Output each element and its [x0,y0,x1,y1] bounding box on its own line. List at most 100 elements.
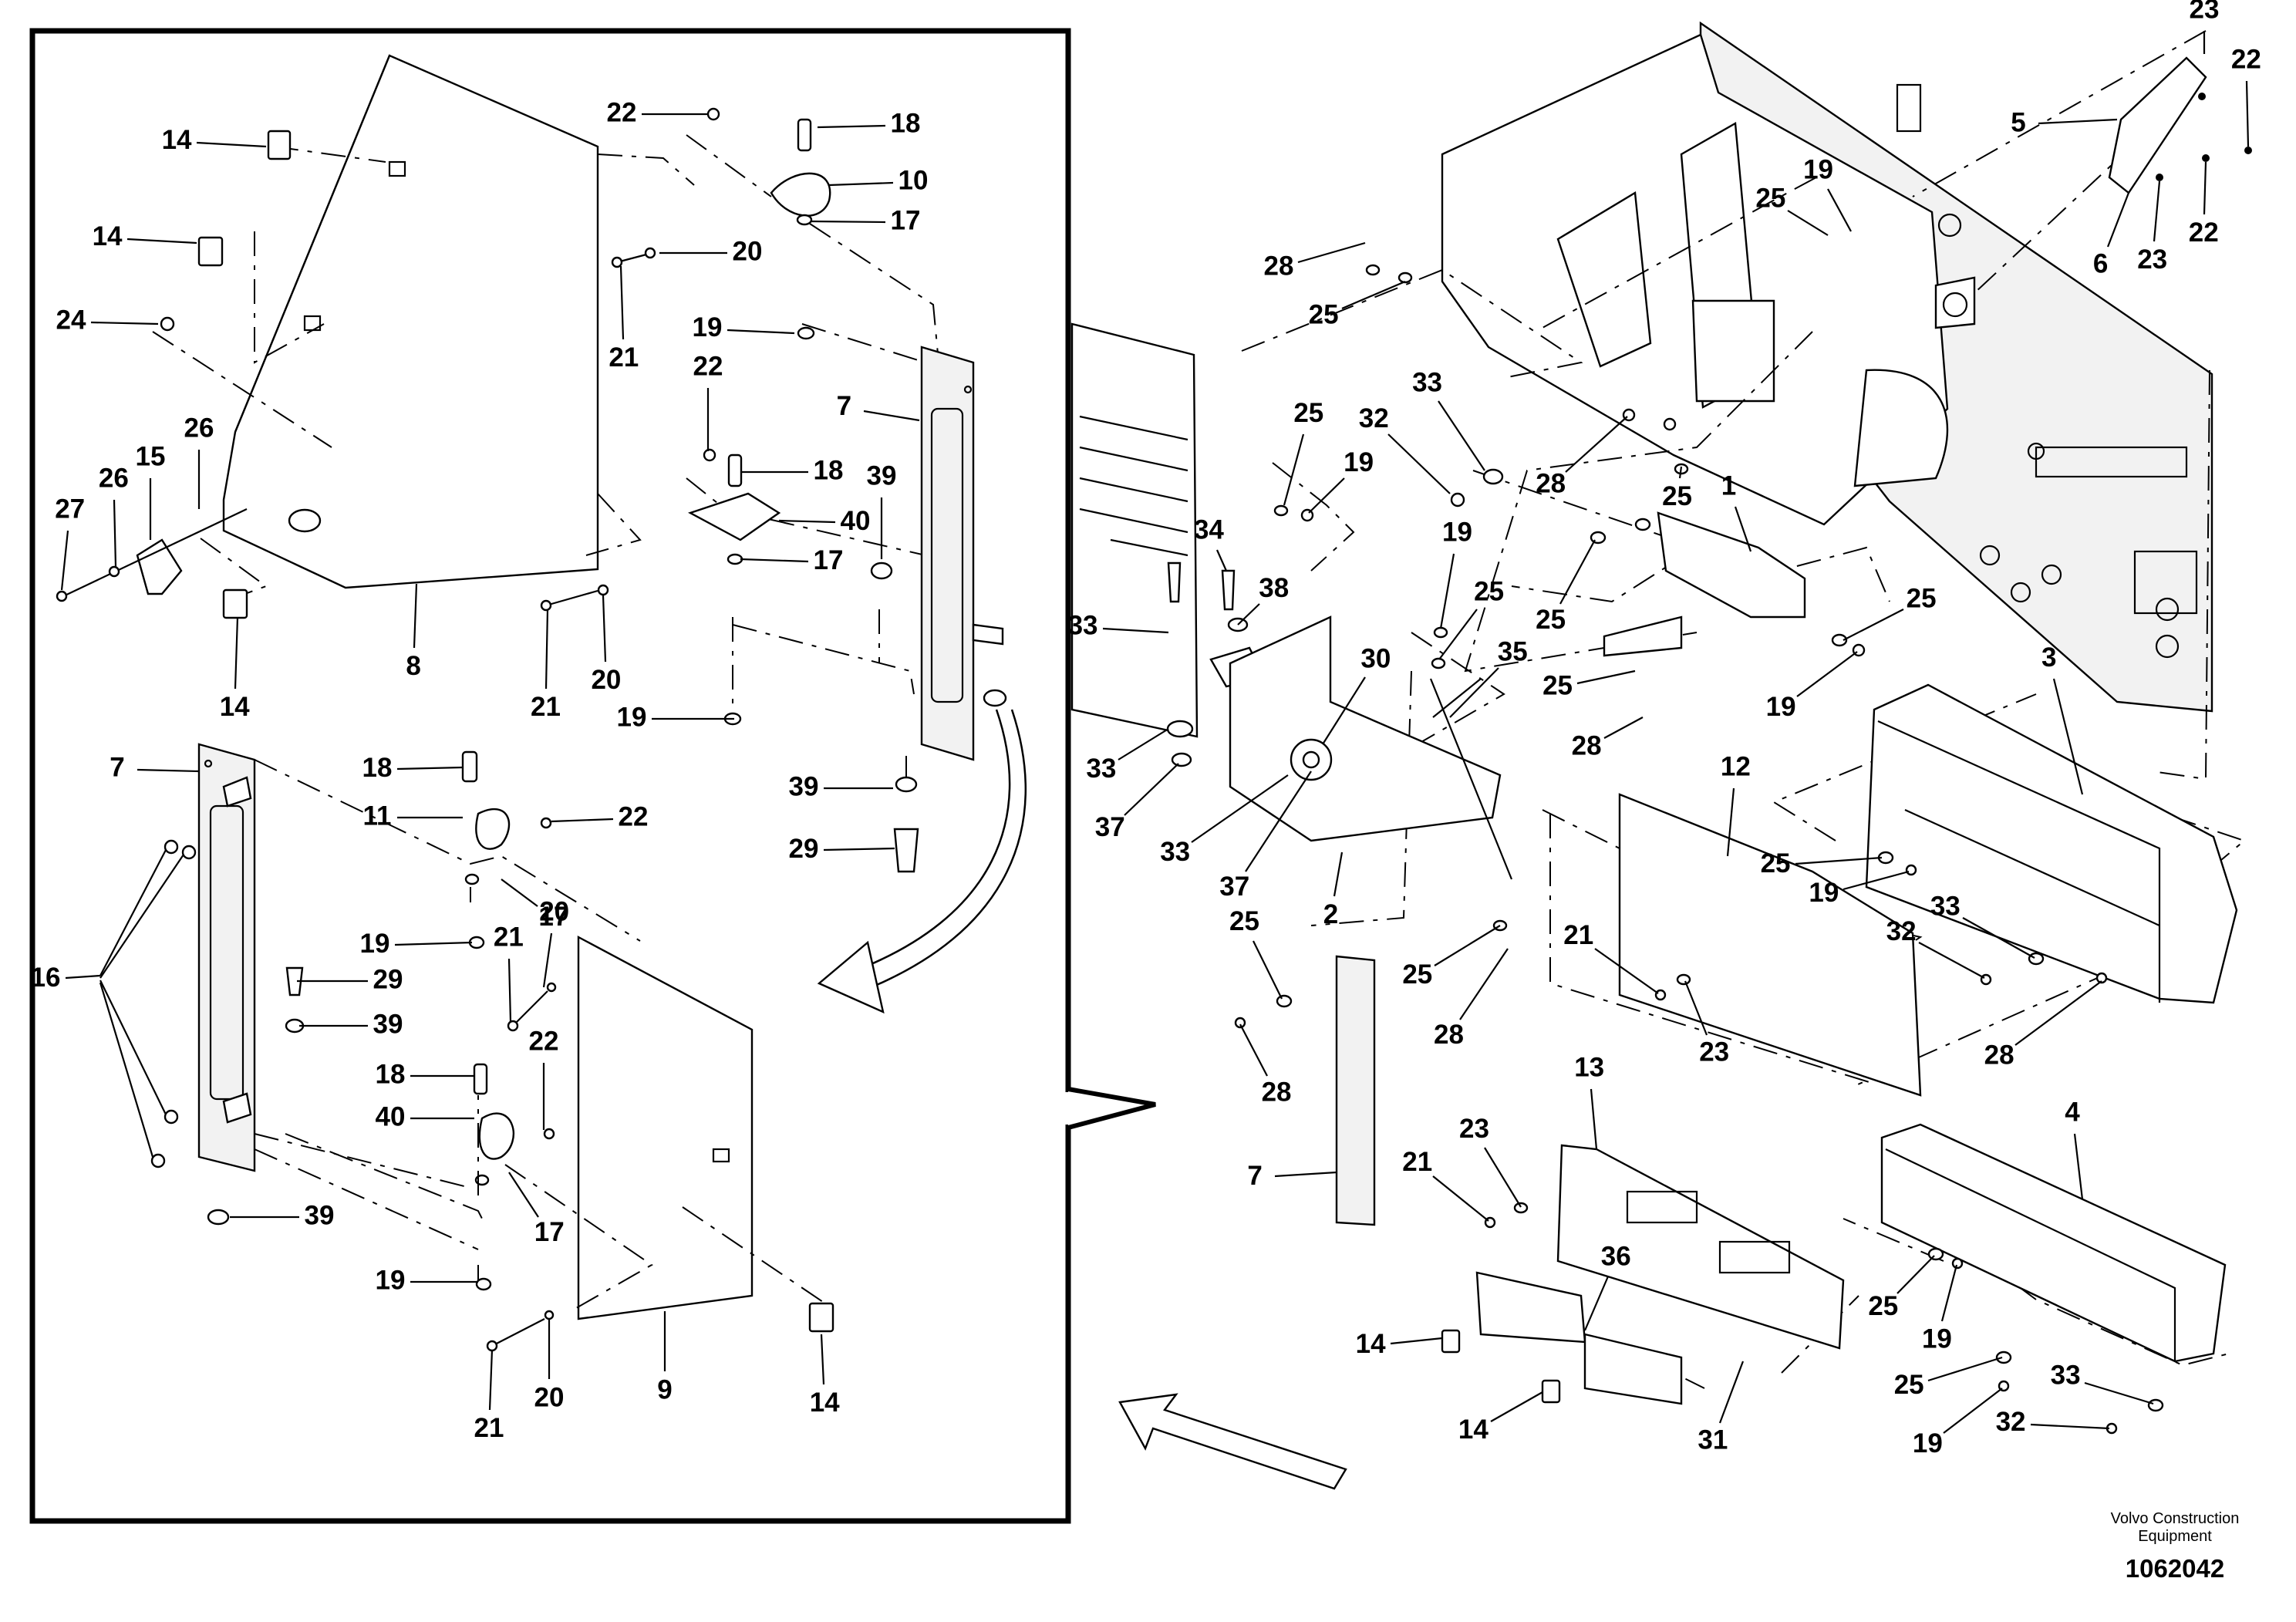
callout-76: 28 [1572,717,1644,761]
callout-leader [1594,948,1659,994]
callout-label: 29 [373,964,403,994]
callout-44: 19 [376,1265,478,1295]
callout-leader [1459,948,1509,1020]
callout-label: 7 [110,753,124,783]
callout-leader [1962,917,2035,959]
callout-40: 40 [376,1101,474,1131]
callout-label: 23 [1699,1037,1729,1067]
callout-label: 25 [1229,906,1259,936]
callout-leader [619,265,625,340]
callout-87: 21 [1563,920,1659,994]
callout-35: 20 [539,897,569,988]
detail-inset-frame [29,28,1156,1524]
callout-42: 17 [508,1172,565,1247]
callout-2: 14 [93,221,197,251]
callout-59: 33 [1412,368,1485,471]
callout-label: 4 [2065,1097,2080,1127]
callout-11: 18 [817,109,920,139]
callout-110: 32 [1996,1407,2110,1437]
callout-79: 37 [1219,771,1312,902]
callout-16: 19 [693,312,795,342]
callout-leader [2052,678,2084,795]
callout-label: 29 [789,834,819,864]
callout-leader [1559,539,1596,605]
callout-77: 30 [1322,643,1391,745]
callout-leader [1576,669,1636,685]
callout-28: 7 [110,753,200,783]
callout-leader [1237,603,1260,626]
callout-label: 32 [1996,1407,2026,1437]
callout-label: 31 [1698,1425,1728,1455]
callout-62: 19 [1308,447,1374,514]
callout-label: 16 [31,963,61,993]
callout-label: 33 [2051,1361,2081,1391]
callout-leader [113,499,117,568]
callout-leader [137,768,200,773]
callout-90: 33 [1930,892,2035,959]
callout-102: 14 [1356,1329,1443,1359]
callout-20: 40 [778,506,870,536]
callout-label: 26 [99,463,129,493]
callout-label: 24 [56,305,86,336]
callout-label: 22 [619,801,649,831]
footer: Volvo Construction Equipment 1062042 [2111,1510,2240,1583]
callout-leader [2030,1423,2110,1430]
callout-leader [1387,433,1451,494]
callout-label: 22 [2189,218,2219,248]
callout-label: 17 [538,902,568,932]
callout-label: 35 [1498,637,1528,667]
callout-label: 11 [363,801,392,831]
callout-leader [1308,477,1345,514]
callout-leader [1843,870,1910,891]
callout-leader [1434,925,1501,966]
callout-57: 28 [1264,241,1366,281]
callout-leader [740,558,809,563]
callout-leader [2084,1381,2154,1405]
callout-leader [1253,940,1283,1000]
callout-14: 20 [659,236,762,266]
callout-label: 6 [2093,249,2108,279]
callout-leader [65,974,101,980]
callout-label: 28 [1536,469,1566,499]
callout-leader [1439,553,1455,629]
callout-75: 25 [1542,669,1636,701]
callout-label: 25 [1536,605,1566,635]
callout-label: 19 [360,929,390,959]
callout-105: 25 [1868,1255,1935,1321]
callout-64: 25 [1662,466,1692,511]
callout-leader [1297,241,1366,264]
callout-leader [2203,161,2207,215]
callout-label: 23 [2137,244,2167,275]
callout-leader [1918,942,1985,979]
callout-label: 20 [591,665,621,695]
callout-leader [1795,856,1883,865]
callout-leader [1341,280,1406,310]
callout-leader [1678,466,1683,479]
callout-52: 6 [2093,192,2130,279]
callout-46: 20 [534,1319,564,1412]
callout-17: 7 [837,391,920,422]
inset-lower-assembly [99,743,834,1352]
callout-label: 19 [1442,518,1472,548]
callout-32: 17 [501,878,568,932]
callout-leader [1734,506,1752,552]
callout-leader [823,847,895,851]
callout-92: 25 [1229,906,1283,1000]
callout-99: 23 [1459,1114,1522,1208]
callout-leader [602,595,607,663]
callout-leader [413,583,418,649]
callout-label: 9 [657,1374,672,1404]
callout-label: 2 [1323,899,1338,929]
callout-leader [1283,433,1305,506]
callout-label: 23 [1459,1114,1489,1144]
rotation-arrow [817,709,1027,1014]
callout-97: 13 [1574,1052,1604,1150]
callout-label: 25 [1662,481,1692,511]
callout-label: 28 [1264,251,1294,281]
callout-109: 33 [2051,1361,2154,1405]
callout-label: 21 [474,1413,504,1443]
callout-86: 19 [1809,870,1910,908]
callout-71: 33 [1068,611,1169,641]
callout-29: 18 [362,753,464,783]
